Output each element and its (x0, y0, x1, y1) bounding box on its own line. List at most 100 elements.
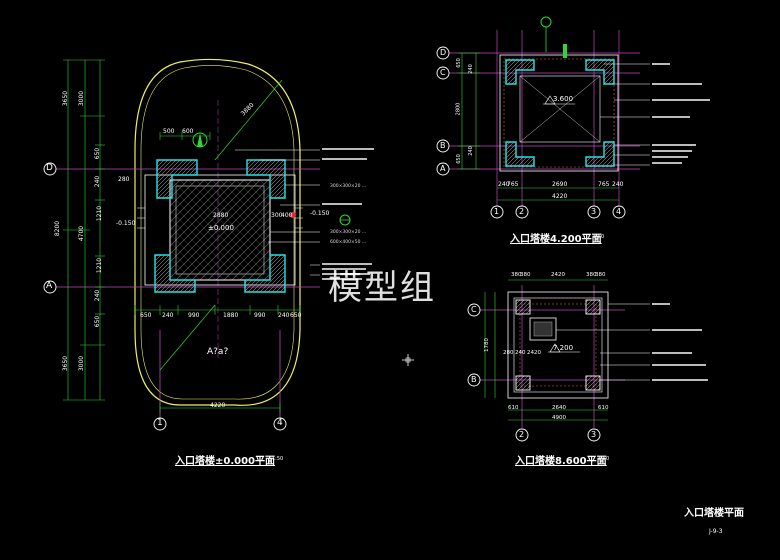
grid-bubble-c-2 (436, 66, 450, 80)
dim-650-x-right: 650 (290, 312, 302, 319)
dim-4700: 4700 (78, 225, 86, 242)
dim-650-x-left: 650 (140, 312, 152, 319)
hatch-opening-3 (529, 317, 557, 341)
plan-scale-4200: 1:50 (593, 234, 605, 240)
sheet-title: 入口塔楼平面 (684, 508, 744, 519)
grid-label-1-2: 1 (494, 207, 500, 216)
dim-990-x-left: 990 (188, 312, 200, 319)
dim-1210-bottom: 1210 (96, 257, 104, 274)
dim2-240-left: 240 (498, 181, 510, 188)
dim3-280: 280 (503, 350, 514, 356)
dim-1880: 1880 (223, 312, 239, 319)
elevation-marker-3 (548, 343, 580, 353)
step-lines-left (137, 207, 145, 229)
grid-bubble-a-2 (436, 162, 450, 176)
dim3-top-380d: 380 (595, 272, 606, 278)
roof-outline-3 (507, 291, 609, 399)
grid-bubble-d-left (43, 162, 57, 176)
hatch-cover-3 (533, 321, 553, 337)
dim2-765-left: 765 (507, 181, 519, 188)
elevation-7200: 7.200 (553, 344, 574, 352)
dim3-610-left: 610 (508, 405, 519, 411)
grid-bubble-2-3 (515, 428, 529, 442)
dim-chain-top (159, 132, 211, 140)
grid-label-1: 1 (157, 418, 163, 428)
sheet-number: J-9-3 (709, 528, 723, 535)
grid-bubble-b-2 (436, 139, 450, 153)
note-300-a: 300×300×20 ... (330, 184, 367, 189)
dim-240-x-left: 240 (162, 312, 174, 319)
dim2-650-top: 650 (455, 58, 462, 68)
dim-3650-bottom: 3650 (62, 355, 70, 372)
plan-ground-floor (43, 58, 374, 431)
paving-inner-border (175, 185, 265, 275)
watermark-text: 模型组 (328, 268, 436, 308)
section-marker-icon (290, 212, 351, 226)
dim-280: 280 (118, 176, 130, 183)
dim2-4220: 4220 (552, 193, 568, 200)
dim-1210-top: 1210 (96, 205, 104, 222)
grid-label-3-3: 3 (591, 430, 597, 439)
grid-label-b-2: B (440, 141, 446, 150)
grid-label-3-2: 3 (591, 207, 597, 216)
dim3-top-380b: 380 (520, 272, 531, 278)
dim2-765-right: 765 (598, 181, 610, 188)
dim2-2800: 2800 (455, 102, 462, 116)
grid-label-a-2: A (440, 164, 446, 173)
dim-300: 300 (271, 212, 283, 219)
slab-outline-2 (499, 54, 619, 172)
dim-240-bottom: 240 (94, 289, 102, 302)
slab-edge-dashed (503, 58, 615, 168)
grid-label-c-2: C (440, 68, 446, 77)
dim-3650-top: 3650 (62, 90, 70, 107)
dim-chain-left (63, 59, 105, 401)
leader-notes-3 (652, 303, 708, 381)
dim2-240-right: 240 (612, 181, 624, 188)
grid-bubble-a-left (43, 280, 57, 294)
void-opening-2 (519, 75, 601, 143)
plinth-outline (144, 174, 296, 286)
grid-label-c-3: C (471, 305, 477, 314)
grid-label-4-2: 4 (616, 207, 622, 216)
grid-label-d: D (46, 163, 53, 173)
leader-notes-scribble (322, 148, 374, 280)
step-lines-right (295, 207, 303, 229)
dim-500: 500 (163, 128, 175, 135)
dim-650-top: 650 (94, 147, 102, 160)
grid-label-4: 4 (277, 418, 283, 428)
dim3-top-2420: 2420 (551, 272, 565, 278)
dim-990-x-right: 990 (254, 312, 266, 319)
grid-bubble-1-bottom (153, 417, 167, 431)
dim2-240-bottom: 240 (467, 146, 474, 156)
lightning-rod-icon (540, 16, 567, 58)
elevation-marker-2 (543, 95, 575, 105)
dim3-2420-inner: 2420 (527, 350, 541, 356)
note-600: 600×400×50 ... (330, 240, 367, 245)
corner-columns (154, 159, 286, 293)
grid-label-b-3: B (471, 375, 477, 384)
plan-4200 (436, 16, 710, 219)
grid-bubble-4-bottom (273, 417, 287, 431)
note-300-b: 300×300×20 ... (330, 230, 367, 235)
corner-posts-3 (515, 299, 601, 391)
dim3-2640: 2640 (552, 405, 566, 411)
tower-outline-inner (140, 65, 295, 400)
dim3-4900: 4900 (552, 415, 566, 421)
elevation-neg150-right: -0.150 (310, 210, 330, 217)
plan-title-4200: 入口塔楼4.200平面 (510, 234, 602, 245)
grid-label-d-2: D (440, 48, 447, 57)
crosshair-cursor-icon (402, 354, 414, 366)
grid-bubble-b-3 (467, 373, 481, 387)
corner-columns-2 (505, 59, 615, 167)
dim-chain-3 (484, 279, 608, 421)
dim-240-top: 240 (94, 175, 102, 188)
dim-400: 400 (281, 212, 293, 219)
dim2-650-bottom: 650 (455, 154, 462, 164)
paving-square (169, 179, 271, 281)
dim-650-bottom: 650 (94, 315, 102, 328)
radius-dim-top (214, 79, 283, 161)
dim-240-x-right: 240 (278, 312, 290, 319)
dim-3000-top: 3000 (78, 90, 86, 107)
